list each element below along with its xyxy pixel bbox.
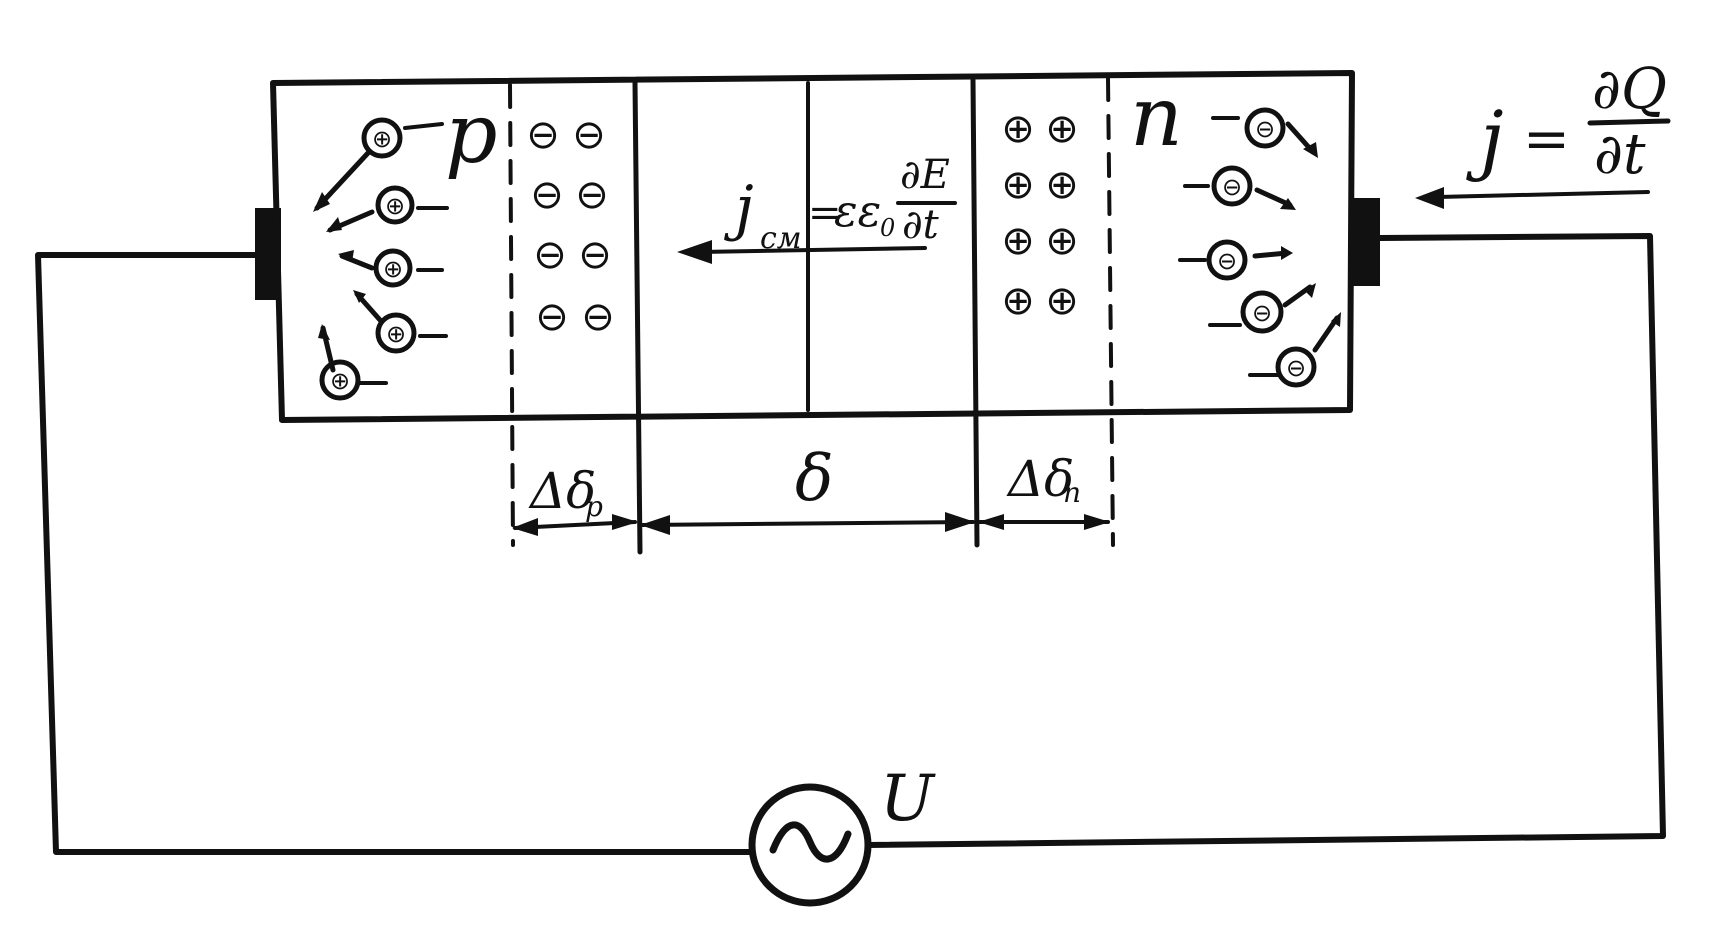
current-formula: j = ∂Q ∂t	[1466, 57, 1671, 187]
svg-text:⊖: ⊖	[530, 172, 564, 218]
n-electron-carriers	[1178, 107, 1341, 388]
svg-text:см: см	[760, 221, 802, 256]
svg-text:j: j	[1466, 94, 1504, 183]
svg-text:p: p	[585, 490, 603, 523]
svg-text:⊕: ⊕	[383, 255, 403, 283]
n-carrier-signs: ⊖ ⊖ ⊖ ⊖ ⊖	[1217, 115, 1306, 382]
svg-text:Δδ: Δδ	[528, 462, 596, 520]
circuit-wires	[35, 233, 1666, 855]
svg-text:⊖: ⊖	[533, 232, 567, 278]
svg-text:⊕: ⊕	[1045, 218, 1079, 264]
acceptor-ions: ⊖ ⊖ ⊖ ⊖ ⊖ ⊖ ⊖ ⊖	[526, 112, 615, 340]
current-arrow	[1415, 187, 1650, 209]
svg-text:⊖: ⊖	[535, 294, 569, 340]
displacement-current-arrow	[677, 240, 927, 264]
svg-text:⊕: ⊕	[1001, 162, 1035, 208]
svg-text:⊕: ⊕	[385, 192, 405, 220]
svg-text:⊖: ⊖	[526, 112, 560, 158]
svg-text:∂E: ∂E	[900, 152, 950, 198]
svg-text:⊕: ⊕	[386, 320, 406, 348]
svg-text:⊖: ⊖	[1222, 173, 1242, 201]
svg-text:Δδ: Δδ	[1006, 450, 1074, 508]
semiconductor-body	[270, 70, 1355, 423]
svg-text:⊕: ⊕	[1001, 106, 1035, 152]
svg-text:⊕: ⊕	[1001, 278, 1035, 324]
svg-text:n: n	[1063, 476, 1081, 509]
right-electrode	[1352, 198, 1380, 286]
donor-ions: ⊕ ⊕ ⊕ ⊕ ⊕ ⊕ ⊕ ⊕	[1001, 106, 1079, 324]
svg-text:⊕: ⊕	[1045, 162, 1079, 208]
dimension-arrows	[512, 512, 1110, 536]
svg-text:∂Q: ∂Q	[1592, 57, 1667, 122]
svg-text:∂t: ∂t	[1594, 122, 1646, 187]
svg-text:=: =	[808, 190, 842, 236]
svg-text:⊕: ⊕	[372, 125, 392, 153]
svg-text:εε: εε	[834, 186, 881, 237]
svg-text:δ: δ	[795, 442, 834, 516]
svg-text:⊖: ⊖	[1286, 354, 1306, 382]
svg-text:⊕: ⊕	[1001, 218, 1035, 264]
p-carrier-signs: ⊕ ⊕ ⊕ ⊕ ⊕	[330, 125, 406, 395]
svg-text:⊖: ⊖	[1217, 247, 1237, 275]
svg-text:⊕: ⊕	[330, 367, 350, 395]
svg-text:⊖: ⊖	[578, 232, 612, 278]
region-boundaries	[508, 76, 1115, 555]
svg-text:∂t: ∂t	[902, 202, 940, 248]
displacement-current-formula: j см = εε 0 ∂E ∂t	[724, 152, 957, 256]
svg-text:⊖: ⊖	[581, 294, 615, 340]
svg-text:=: =	[1523, 107, 1570, 172]
p-hole-carriers	[313, 117, 449, 401]
svg-text:⊕: ⊕	[1045, 106, 1079, 152]
svg-text:⊖: ⊖	[575, 172, 609, 218]
svg-text:0: 0	[880, 214, 895, 242]
dimension-labels: Δδ p δ Δδ n	[528, 442, 1081, 523]
svg-text:j: j	[724, 173, 754, 243]
svg-text:⊕: ⊕	[1045, 278, 1079, 324]
svg-text:⊖: ⊖	[1255, 115, 1275, 143]
svg-text:⊖: ⊖	[572, 112, 606, 158]
n-region-label: n	[1130, 70, 1183, 165]
ac-source-icon	[748, 783, 872, 907]
p-region-label: p	[445, 87, 498, 182]
voltage-label: U	[880, 762, 936, 836]
svg-text:⊖: ⊖	[1252, 299, 1272, 327]
